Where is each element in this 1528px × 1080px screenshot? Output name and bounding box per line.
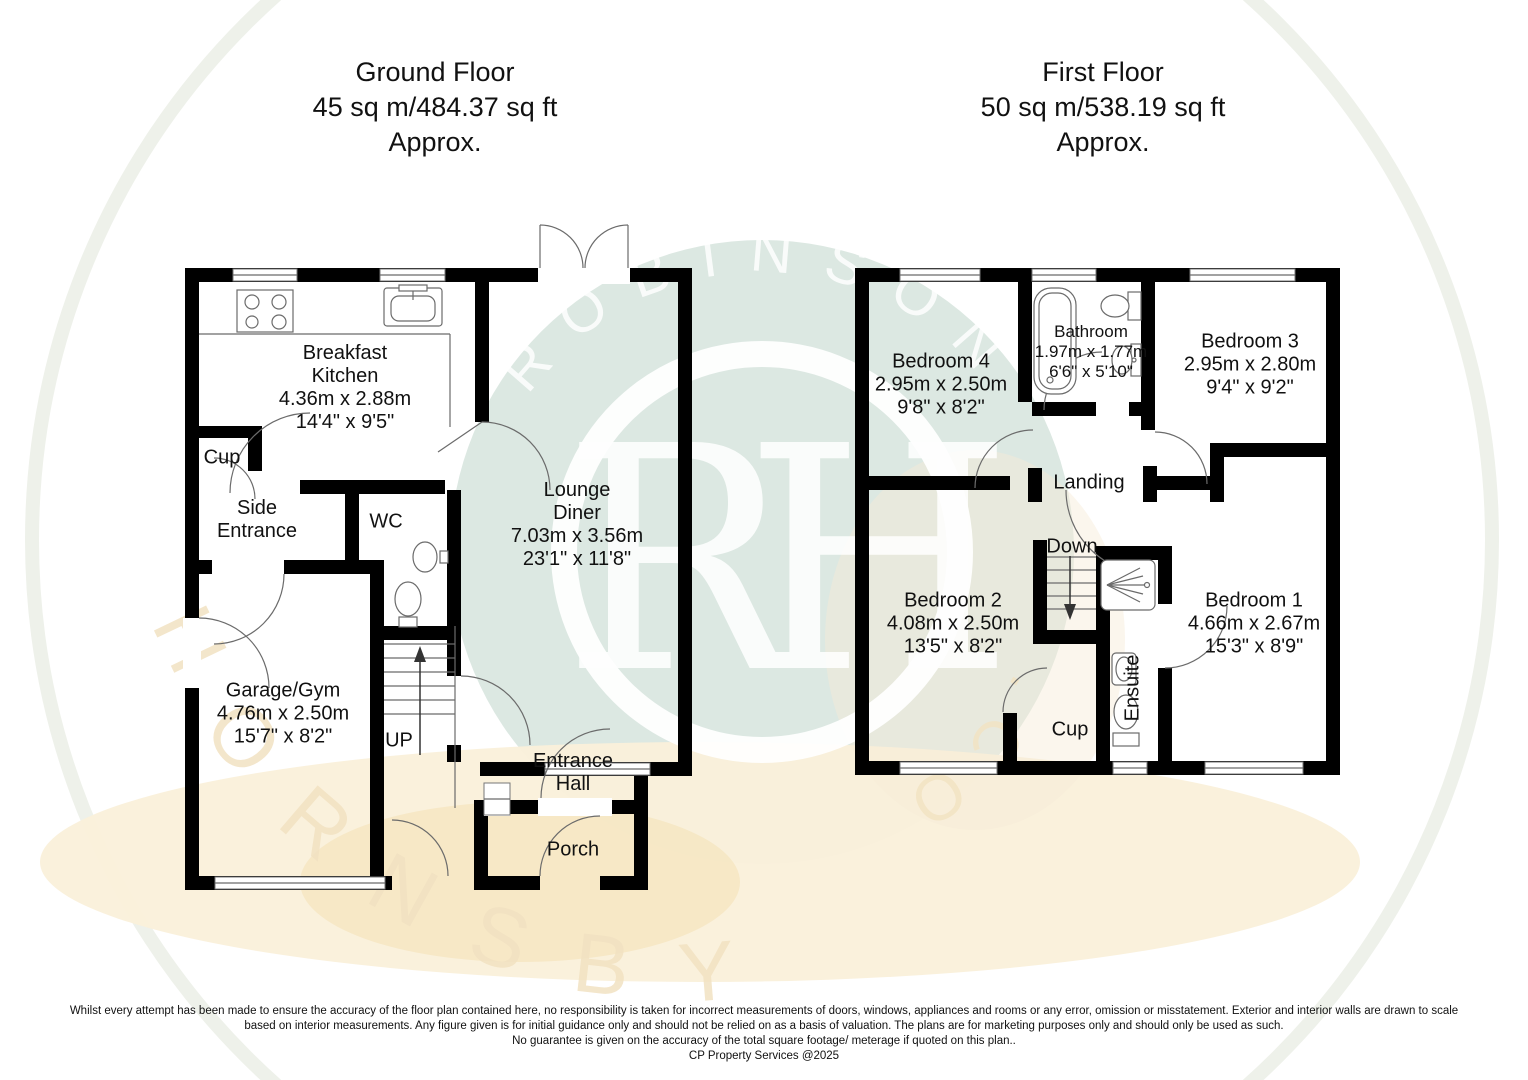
ground-floor-doors bbox=[198, 224, 629, 877]
side-entrance-door-arc bbox=[198, 617, 270, 689]
wc-toilet-symbol bbox=[394, 581, 422, 628]
first-floor-windows bbox=[899, 268, 1304, 775]
disclaimer-line-4: CP Property Services @2025 bbox=[688, 1050, 840, 1062]
disclaimer-line-2: based on interior measurements. Any figu… bbox=[244, 1020, 1284, 1032]
wc-sink-symbol bbox=[412, 541, 449, 573]
room-label-side-entrance: Side Entrance bbox=[216, 497, 298, 542]
watermark-ring bbox=[551, 341, 973, 763]
disclaimer-line-3: No guarantee is given on the accuracy of… bbox=[512, 1035, 1016, 1047]
bathroom-sink-symbol bbox=[1111, 343, 1142, 377]
room-label-cup-first: Cup bbox=[1051, 718, 1089, 741]
ground-floor-title-approx: Approx. bbox=[388, 127, 482, 157]
bedroom4-door-arc bbox=[974, 429, 1034, 489]
ground-floor-plan bbox=[183, 224, 692, 890]
bathtub-symbol bbox=[1033, 287, 1077, 395]
watermark-outer-circle bbox=[25, 0, 1499, 1080]
lounge-door-arc bbox=[481, 421, 551, 491]
ensuite-sink-symbol bbox=[1111, 652, 1137, 686]
first-floor-title-approx: Approx. bbox=[1056, 127, 1150, 157]
first-floor-title-area: 50 sq m/538.19 sq ft bbox=[980, 92, 1226, 122]
ensuite-toilet-symbol bbox=[1112, 694, 1140, 747]
first-floor-fixtures bbox=[1033, 287, 1156, 747]
porch-door-arc bbox=[539, 815, 601, 877]
shower-symbol bbox=[1100, 559, 1156, 611]
first-floor-title: First Floor 50 sq m/538.19 sq ft Approx. bbox=[981, 55, 1226, 160]
lounge-door-leaf bbox=[437, 421, 483, 453]
ground-floor-title-name: Ground Floor bbox=[355, 57, 515, 87]
ensuite-door-arc bbox=[1164, 605, 1228, 669]
kitchen-sink-symbol bbox=[383, 284, 443, 327]
french-door-arc-left bbox=[539, 224, 584, 269]
watermark-teal-disc bbox=[450, 240, 1074, 864]
room-label-garage-gym: Garage/Gym 4.76m x 2.50m 15'7" x 8'2" bbox=[216, 679, 350, 748]
room-label-bathroom: Bathroom 1.97m x 1.77m 6'6" x 5'10" bbox=[1034, 322, 1148, 381]
down-arrow bbox=[1064, 604, 1076, 620]
room-label-landing: Landing bbox=[1053, 471, 1125, 494]
ground-floor-fixtures bbox=[199, 284, 456, 808]
room-label-ensuite: Ensuite bbox=[1121, 654, 1144, 722]
stairs-down-symbol bbox=[1047, 556, 1096, 620]
ground-floor-windows bbox=[214, 268, 651, 890]
disclaimer-footer: Whilst every attempt has been made to en… bbox=[34, 1004, 1494, 1064]
ground-floor-title: Ground Floor 45 sq m/484.37 sq ft Approx… bbox=[313, 55, 558, 160]
room-label-bedroom3: Bedroom 3 2.95m x 2.80m 9'4" x 9'2" bbox=[1183, 330, 1317, 399]
room-label-lounge-diner: Lounge Diner 7.03m x 3.56m 23'1" x 11'8" bbox=[510, 479, 644, 570]
front-door-arc bbox=[540, 728, 611, 799]
room-label-breakfast-kitchen: Breakfast Kitchen 4.36m x 2.88m 14'4" x … bbox=[278, 342, 412, 433]
garage-door-arc bbox=[213, 573, 285, 645]
bathroom-toilet-symbol bbox=[1100, 291, 1142, 321]
first-floor-title-name: First Floor bbox=[1042, 57, 1164, 87]
french-door-arc-right bbox=[584, 224, 629, 269]
room-label-entrance-hall: Entrance Hall bbox=[532, 750, 614, 795]
understair-door-arc bbox=[391, 819, 449, 877]
first-floor-plan bbox=[855, 268, 1340, 775]
cup-door-arc bbox=[213, 457, 256, 500]
room-label-cup-ground: Cup bbox=[203, 446, 241, 469]
stairs-up-symbol bbox=[384, 626, 456, 808]
stove-symbol bbox=[236, 289, 294, 333]
room-label-wc: WC bbox=[369, 510, 403, 533]
room-label-bedroom2: Bedroom 2 4.08m x 2.50m 13'5" x 8'2" bbox=[886, 589, 1020, 658]
cupboard-door-arc bbox=[1002, 667, 1048, 713]
watermark-yellow-tint bbox=[825, 450, 1125, 830]
ground-floor-title-area: 45 sq m/484.37 sq ft bbox=[312, 92, 558, 122]
hall-lounge-door-arc bbox=[460, 675, 531, 746]
ground-floor-walls bbox=[185, 268, 692, 890]
kitchen-door-arc bbox=[229, 412, 311, 494]
disclaimer-line-1: Whilst every attempt has been made to en… bbox=[69, 1005, 1459, 1017]
room-label-bedroom1: Bedroom 1 4.66m x 2.67m 15'3" x 8'9" bbox=[1187, 589, 1321, 658]
room-label-porch: Porch bbox=[546, 838, 600, 861]
up-arrow bbox=[414, 646, 426, 662]
bedroom3-door-arc bbox=[1154, 431, 1208, 485]
stairs-up-label: UP bbox=[385, 729, 413, 752]
room-label-bedroom4: Bedroom 4 2.95m x 2.50m 9'8" x 8'2" bbox=[874, 350, 1008, 419]
stairs-down-label: Down bbox=[1046, 535, 1098, 558]
